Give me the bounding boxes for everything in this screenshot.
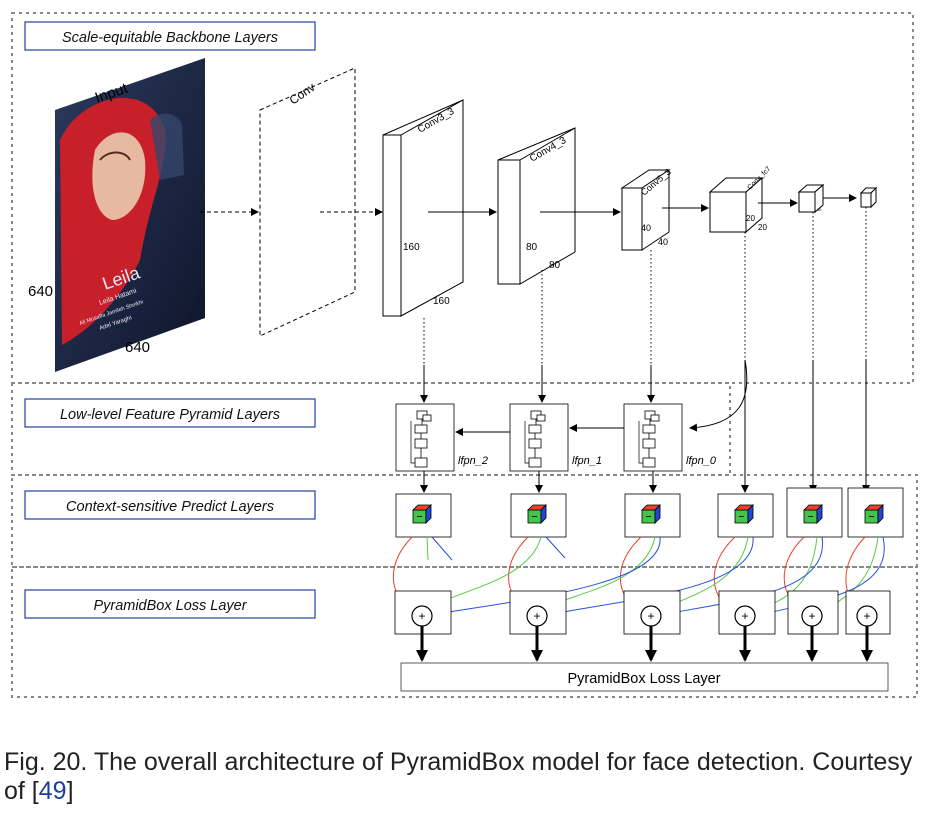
lfpn-box-2 xyxy=(395,403,455,472)
pyramidbox-loss-box xyxy=(400,662,889,692)
conv3_3-h: 160 xyxy=(403,242,420,253)
conv-label: Conv xyxy=(287,80,318,108)
conv7-block xyxy=(859,186,878,209)
conv3_3-w: 160 xyxy=(433,296,450,307)
lfpn-label-1: lfpn_1 xyxy=(572,455,602,467)
input-width-label: 640 xyxy=(125,339,150,356)
conv6-w: 10 xyxy=(817,207,822,212)
input-image: Leila Leila Hatami Ali Mosaffa Jamileh S… xyxy=(55,58,205,372)
conv6-block xyxy=(797,183,825,214)
citation-link[interactable]: 49 xyxy=(38,777,67,805)
plus-symbol-2: + xyxy=(533,609,540,623)
caption-close: ] xyxy=(66,777,74,805)
conv_fc7-block xyxy=(708,176,764,234)
plus-symbol-4: + xyxy=(741,609,748,623)
section-label-backbone: Scale-equitable Backbone Layers xyxy=(24,21,316,51)
loss-plus-box-2 xyxy=(509,590,567,635)
plus-symbol-3: + xyxy=(647,609,654,623)
lfpn-section-border xyxy=(11,382,731,476)
lfpn-box-0 xyxy=(623,403,683,472)
plus-symbol-1: + xyxy=(418,609,425,623)
conv5_3-h: 40 xyxy=(641,223,651,233)
svg-text:Scale-equitable Backbone Layer: Scale-equitable Backbone Layers xyxy=(62,30,278,46)
caption-text: Fig. 20. The overall architecture of Pyr… xyxy=(4,748,913,805)
plus-symbol-5: + xyxy=(808,609,815,623)
section-label-context: Context-sensitive Predict Layers xyxy=(24,490,316,520)
section-label-lfpn: Low-level Feature Pyramid Layers xyxy=(24,398,316,428)
conv-slab xyxy=(259,67,356,337)
conv4_3-w: 80 xyxy=(549,260,561,271)
input-height-label: 640 xyxy=(28,283,53,300)
predict-box-2 xyxy=(510,493,567,538)
context-section-border xyxy=(11,474,918,568)
conv3_3-block xyxy=(382,99,464,317)
conv5_3-block xyxy=(620,169,671,251)
conv_fc7-w: 20 xyxy=(758,223,767,232)
pyramidbox-diagram: Scale-equitable Backbone Layers Low-leve… xyxy=(11,12,918,698)
lfpn-label-2: lfpn_2 xyxy=(458,455,488,467)
conv4_3-h: 80 xyxy=(526,242,538,253)
loss-plus-box-4 xyxy=(718,590,776,635)
predict-box-6 xyxy=(847,487,904,538)
predict-box-4 xyxy=(717,493,774,538)
predict-box-3 xyxy=(624,493,681,538)
conv5_3-w: 40 xyxy=(658,237,668,247)
plus-symbol-6: + xyxy=(863,609,870,623)
fc7-to-lfpn0 xyxy=(689,359,748,432)
loss-plus-box-1 xyxy=(394,590,452,635)
pyramidbox-loss-label: PyramidBox Loss Layer xyxy=(567,671,720,687)
thick-arrows xyxy=(416,626,873,662)
svg-text:PyramidBox Loss Layer: PyramidBox Loss Layer xyxy=(93,598,247,614)
conv_fc7-h: 20 xyxy=(746,214,755,223)
predict-box-5 xyxy=(786,487,843,538)
svg-text:Low-level Feature Pyramid Laye: Low-level Feature Pyramid Layers xyxy=(60,407,280,423)
figure-caption: Fig. 20. The overall architecture of Pyr… xyxy=(4,748,934,806)
lfpn-label-0: lfpn_0 xyxy=(686,455,717,467)
section-label-loss: PyramidBox Loss Layer xyxy=(24,589,316,619)
predict-box-1 xyxy=(395,493,452,538)
svg-text:Context-sensitive Predict Laye: Context-sensitive Predict Layers xyxy=(66,499,274,515)
conv4_3-block xyxy=(497,127,576,285)
lfpn-box-1 xyxy=(509,403,569,472)
loss-section-border xyxy=(11,566,918,698)
backbone-section-border xyxy=(11,12,914,384)
